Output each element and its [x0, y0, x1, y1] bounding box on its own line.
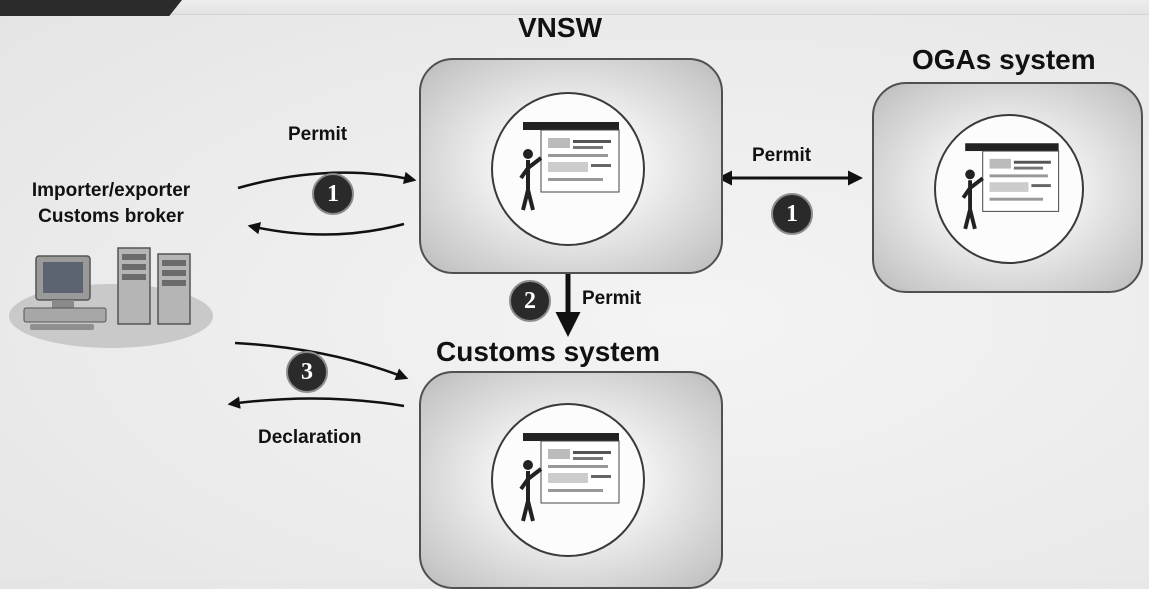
step-badge-3: 3: [286, 351, 328, 393]
vnsw-screen-circle: [491, 92, 645, 246]
flow-label-declaration: Declaration: [258, 427, 362, 448]
ogas-system-box: [872, 82, 1143, 293]
ogas-title: OGAs system: [912, 44, 1096, 75]
customs-system-box: [419, 371, 723, 589]
customs-screen-circle: [491, 403, 645, 557]
header-band: [0, 0, 1149, 15]
step-badge-1-ogas: 1: [771, 193, 813, 235]
importer-label-line1: Importer/exporter: [31, 180, 191, 201]
importer-label: Importer/exporter Customs broker: [6, 178, 216, 230]
customs-title: Customs system: [436, 336, 661, 367]
importer-label-line2: Customs broker: [38, 206, 184, 227]
presenter-icon: [519, 433, 620, 522]
vnsw-system-box: [419, 58, 723, 274]
presenter-icon: [961, 143, 1060, 230]
flow-label-vnsw-customs: Permit: [582, 288, 642, 309]
step-badge-2: 2: [509, 280, 551, 322]
arrow-customs-to-importer: [227, 396, 405, 409]
flow-label-importer-vnsw: Permit: [288, 124, 348, 145]
header-tab: [0, 0, 182, 16]
presenter-icon: [519, 122, 620, 211]
ogas-screen-circle: [934, 114, 1084, 264]
arrow-importer-to-customs: [234, 341, 409, 381]
computers-icon: [9, 247, 213, 348]
arrow-vnsw-to-importer: [247, 222, 405, 236]
vnsw-title: VNSW: [518, 12, 602, 43]
step-badge-1-importer: 1: [312, 173, 354, 215]
flow-label-vnsw-ogas: Permit: [752, 145, 812, 166]
